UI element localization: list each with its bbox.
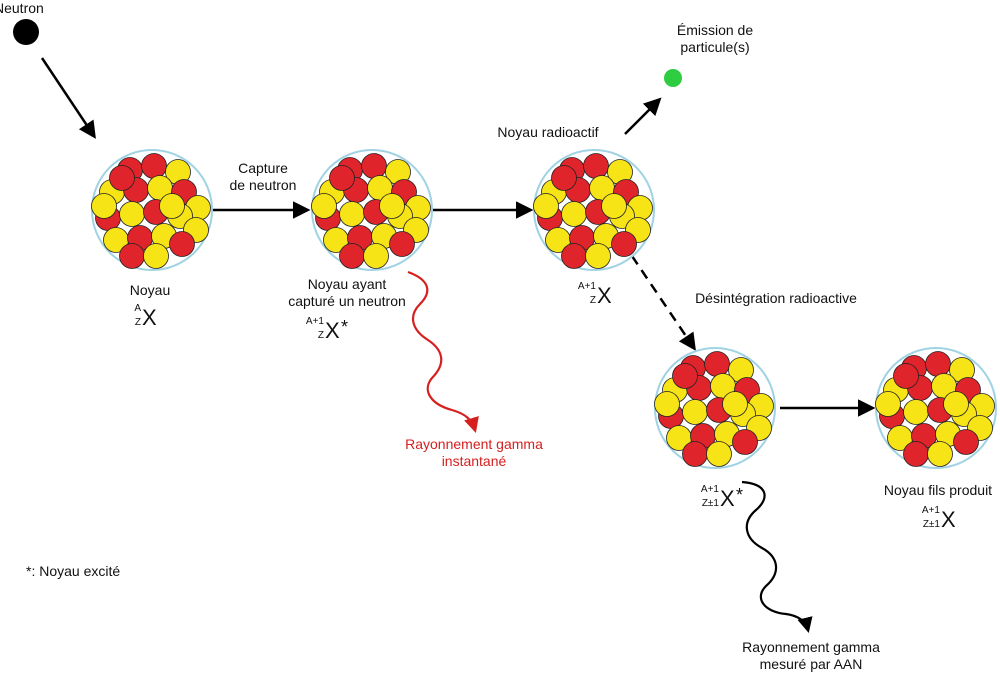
decay-arrow — [630, 255, 696, 351]
desintegration-label: Désintégration radioactive — [695, 290, 857, 306]
emission-arrow — [624, 97, 662, 135]
proton-ball — [329, 165, 355, 191]
neutron-ball — [601, 193, 627, 219]
proton-ball — [893, 363, 919, 389]
proton-ball — [704, 351, 730, 377]
proton-ball — [953, 429, 979, 455]
mass-number: A+1 — [577, 281, 596, 292]
proton-ball — [583, 153, 609, 179]
nucleus-radioactive — [533, 149, 655, 271]
noyau-radioactif-label: Noyau radioactif — [497, 124, 599, 140]
element-symbol: X — [597, 283, 612, 308]
emitted-particle — [664, 69, 682, 87]
neutron-ball — [143, 243, 169, 269]
proton-ball — [682, 441, 708, 467]
proton-ball — [119, 243, 145, 269]
neutron-ball — [585, 243, 611, 269]
neutron-ball — [379, 193, 405, 219]
neutron-ball — [722, 391, 748, 417]
proton-ball — [141, 153, 167, 179]
proton-ball — [903, 441, 929, 467]
neutron-ball — [927, 441, 953, 467]
emission-label: Émission de particule(s) — [676, 22, 754, 55]
proton-ball — [389, 231, 415, 257]
neutron-ball — [561, 201, 587, 227]
note-label: *: Noyau excité — [26, 563, 121, 579]
mass-number: A+1 — [305, 316, 324, 327]
proton-ball — [561, 243, 587, 269]
proton-ball — [672, 363, 698, 389]
proton-ball — [339, 243, 365, 269]
neutron-ball — [875, 391, 901, 417]
atomic-number: Z — [317, 330, 324, 341]
neutron-ball — [533, 193, 559, 219]
neutron-ball — [311, 193, 337, 219]
neutron-ball — [706, 441, 732, 467]
atomic-number: Z±1 — [701, 498, 719, 509]
excited-star: * — [341, 317, 349, 337]
noyau-capture-label: Noyau ayant capturé un neutron — [288, 276, 406, 309]
neutron-ball — [363, 243, 389, 269]
element-symbol: X — [941, 507, 956, 532]
element-symbol: X — [325, 318, 340, 343]
neutron-ball — [159, 193, 185, 219]
nucleus-compound — [311, 149, 433, 271]
prompt-gamma-wave — [407, 270, 479, 433]
nucleus-target — [91, 149, 213, 271]
mass-number: A — [134, 303, 141, 314]
neutron-ball — [91, 193, 117, 219]
neutron-ball — [654, 391, 680, 417]
proton-ball — [361, 153, 387, 179]
atomic-number: Z — [589, 295, 596, 306]
neutron-label: Neutron — [0, 0, 44, 16]
excited-star: * — [736, 485, 744, 505]
neutron-ball — [339, 201, 365, 227]
delayed-gamma-wave — [741, 480, 813, 633]
prompt-gamma-label: Rayonnement gamma instantané — [405, 436, 543, 469]
neutron-particle — [13, 19, 39, 45]
neutron-ball — [119, 201, 145, 227]
proton-ball — [551, 165, 577, 191]
capture-label: Capture de neutron — [229, 160, 297, 193]
noyau-label: Noyau — [129, 282, 171, 298]
element-symbol: X — [142, 305, 157, 330]
proton-ball — [109, 165, 135, 191]
mass-number: A+1 — [700, 484, 719, 495]
neutron-ball — [943, 391, 969, 417]
gamma-aan-label: Rayonnement gamma mesuré par AAN — [742, 639, 880, 672]
noyau-fils-label: Noyau fils produit — [883, 482, 993, 498]
neutron-ball — [903, 399, 929, 425]
neutron-arrow — [40, 57, 96, 139]
proton-ball — [169, 231, 195, 257]
element-symbol: X — [720, 486, 735, 511]
atomic-number: Z±1 — [922, 519, 940, 530]
nucleus-daughter — [875, 347, 997, 469]
neutron-ball — [682, 399, 708, 425]
proton-ball — [732, 429, 758, 455]
proton-ball — [925, 351, 951, 377]
mass-number: A+1 — [921, 505, 940, 516]
nucleus-excited-daughter — [654, 347, 776, 469]
proton-ball — [611, 231, 637, 257]
atomic-number: Z — [134, 317, 141, 328]
